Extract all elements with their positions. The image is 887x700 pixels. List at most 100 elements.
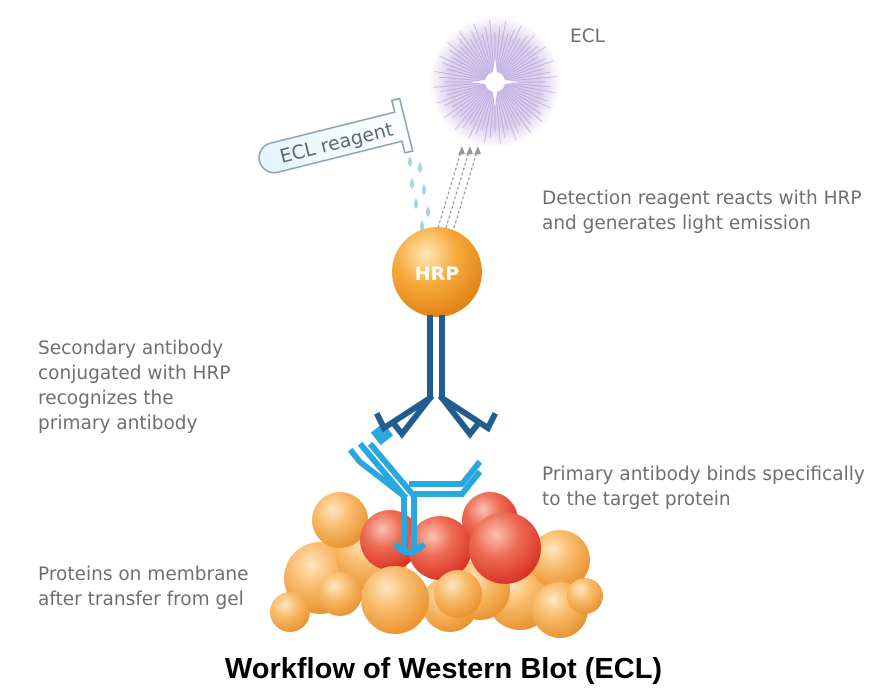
primary-antibody	[347, 441, 483, 555]
light-ray	[496, 87, 509, 131]
membrane-protein	[530, 530, 590, 590]
light-ray	[496, 87, 517, 141]
light-ray	[500, 83, 544, 96]
hrp-label: HRP	[415, 263, 460, 285]
ecl-reagent-tube: ECL reagent	[258, 97, 414, 174]
light-ray	[499, 46, 547, 79]
membrane-proteins	[270, 492, 603, 638]
light-emission-arrowheads	[458, 146, 481, 155]
light-ray	[498, 46, 531, 79]
light-ray	[451, 56, 491, 80]
light-ray	[497, 87, 520, 133]
light-ray	[498, 85, 531, 118]
light-ray	[499, 84, 539, 108]
light-ray	[496, 33, 509, 77]
light-ray	[481, 33, 494, 77]
membrane-protein	[318, 572, 362, 616]
light-ray	[439, 82, 490, 93]
primary-line: Primary antibody binds specifically	[542, 464, 865, 485]
primary-line: to the target protein	[542, 489, 731, 510]
light-ray	[459, 30, 492, 78]
light-ray	[484, 26, 495, 77]
light-ray	[495, 87, 501, 144]
light-ray	[454, 86, 492, 130]
light-ray	[497, 25, 522, 77]
light-ray	[497, 38, 521, 78]
light-ray	[497, 86, 521, 126]
detection-description: Detection reagent reacts with HRP and ge…	[542, 186, 862, 236]
membrane-protein	[312, 492, 368, 548]
membrane-protein	[270, 592, 310, 632]
secondary-antibody	[373, 315, 499, 439]
target-protein	[469, 512, 541, 584]
light-ray	[458, 38, 492, 78]
light-ray	[498, 86, 532, 126]
target-protein	[408, 516, 472, 580]
primary-antibody-description: Primary antibody binds specifically to t…	[542, 462, 865, 512]
light-ray	[473, 23, 494, 77]
light-ray	[459, 46, 492, 79]
hrp-enzyme: HRP	[392, 227, 482, 317]
light-ray	[500, 76, 557, 82]
light-ray	[481, 87, 494, 131]
ecl-label: ECL	[570, 26, 606, 47]
light-ray	[496, 29, 515, 77]
light-ray	[483, 87, 495, 144]
light-ray	[499, 85, 543, 123]
light-ray	[495, 20, 507, 77]
light-ray	[451, 84, 491, 108]
light-emission-arrows	[437, 147, 479, 229]
light-ray	[489, 20, 495, 77]
light-ray	[500, 84, 552, 109]
light-ray	[500, 57, 546, 80]
light-ray	[444, 84, 490, 107]
light-ray	[438, 55, 490, 80]
light-ray	[433, 70, 490, 82]
proteins-line: after transfer from gel	[38, 589, 244, 610]
light-ray	[446, 68, 490, 81]
light-ray	[500, 82, 557, 94]
light-ray	[500, 68, 544, 81]
light-ray	[499, 45, 539, 79]
ecl-light-burst	[429, 16, 561, 148]
light-ray	[495, 87, 506, 138]
light-ray	[498, 86, 531, 134]
secondary-line: recognizes the	[38, 388, 174, 409]
light-ray	[500, 60, 554, 81]
reagent-droplets	[408, 156, 430, 231]
light-ray	[462, 86, 492, 129]
detection-line: and generates light emission	[542, 213, 811, 234]
light-ray	[499, 56, 539, 80]
secondary-line: conjugated with HRP	[38, 363, 231, 384]
light-ray	[442, 62, 490, 81]
diagram-caption: Workflow of Western Blot (ECL)	[224, 653, 663, 685]
light-ray	[468, 87, 493, 139]
light-ray	[443, 85, 491, 118]
secondary-antibody-description: Secondary antibody conjugated with HRP r…	[38, 336, 230, 436]
light-ray	[470, 31, 493, 77]
membrane-protein	[567, 578, 603, 614]
light-ray	[451, 85, 491, 119]
light-ray	[447, 41, 491, 79]
light-ray	[500, 83, 548, 102]
detection-line: Detection reagent reacts with HRP	[542, 188, 862, 209]
light-ray	[459, 85, 492, 118]
light-ray	[498, 35, 528, 78]
proteins-line: Proteins on membrane	[38, 564, 249, 585]
secondary-line: primary antibody	[38, 413, 198, 434]
light-ray	[436, 83, 490, 104]
membrane-protein	[434, 570, 482, 618]
membrane-protein	[361, 566, 429, 634]
light-ray	[433, 82, 490, 88]
light-ray	[500, 71, 551, 82]
light-ray	[469, 38, 493, 78]
membrane-proteins-description: Proteins on membrane after transfer from…	[38, 562, 249, 612]
secondary-line: Secondary antibody	[38, 338, 224, 359]
light-ray	[469, 86, 493, 126]
light-ray	[498, 34, 536, 78]
light-ray	[448, 49, 491, 79]
light-ray	[499, 85, 542, 115]
light-ray	[446, 83, 490, 96]
light-ray	[475, 87, 494, 135]
